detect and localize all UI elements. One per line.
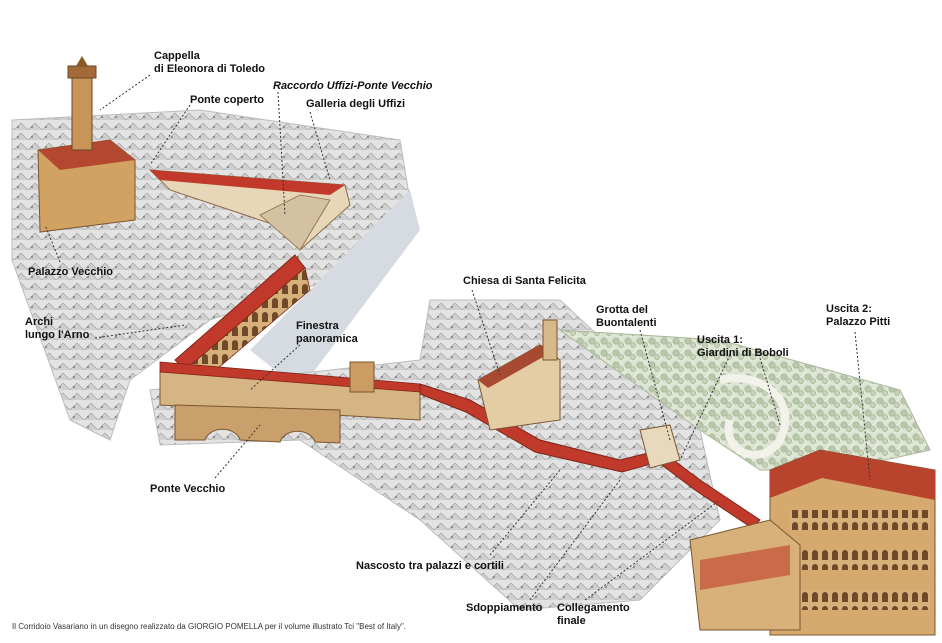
label-ponte-coperto: Ponte coperto [190,94,264,106]
label-uscita1: Uscita 1:Giardini di Boboli [697,334,789,359]
label-ponte-vecchio: Ponte Vecchio [150,483,226,495]
boboli-gardens [558,329,931,471]
label-palazzo-vecchio: Palazzo Vecchio [28,266,113,278]
garden-path [719,374,790,459]
label-raccordo: Raccordo Uffizi-Ponte Vecchio [273,80,433,92]
bridge-tower [349,361,375,393]
bell-tower [542,319,558,361]
label-uscita2: Uscita 2:Palazzo Pitti [826,303,891,328]
label-chiesa: Chiesa di Santa Felicita [463,275,586,287]
illustration-caption: Il Corridoio Vasariano in un disegno rea… [12,622,407,631]
label-nascosto: Nascosto tra palazzi e cortili [356,560,504,572]
label-galleria: Galleria degli Uffizi [306,98,406,110]
leader-lines [44,74,871,601]
label-sdoppiamento: Sdoppiamento [466,602,543,614]
palazzo-vecchio-tower [71,69,93,151]
river-arno [250,190,420,390]
